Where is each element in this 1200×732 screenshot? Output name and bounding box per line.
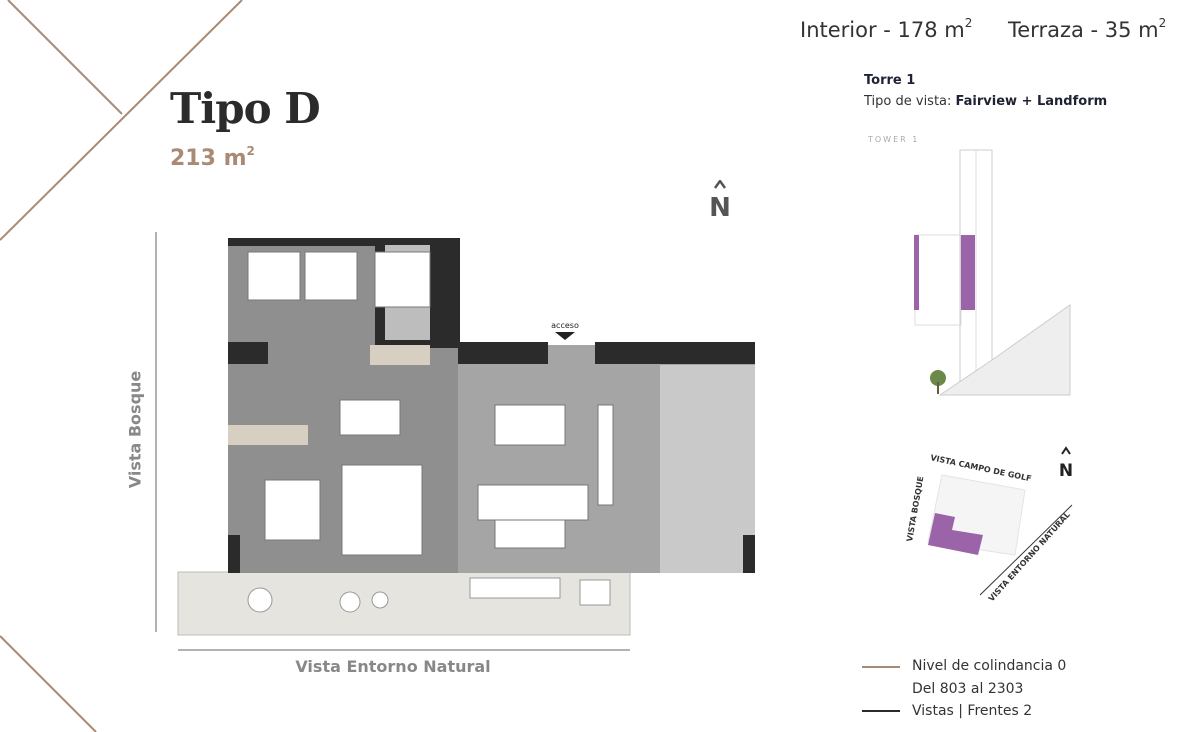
legend-line-vistas	[862, 710, 900, 712]
view-label-entorno-natural: Vista Entorno Natural	[295, 657, 491, 676]
north-label: N	[709, 193, 731, 223]
tower-name: Torre 1	[864, 73, 916, 88]
terrace	[177, 571, 631, 636]
unit-total-area: 213 m2	[170, 144, 255, 171]
legend-floors: Del 803 al 2303	[912, 681, 1024, 697]
site-label-bosque: VISTA BOSQUE	[905, 476, 925, 543]
site-north-label: N	[1059, 461, 1073, 481]
legend-colindancia: Nivel de colindancia 0	[912, 658, 1067, 674]
unit-highlight-side	[914, 235, 919, 310]
unit-location-highlight	[928, 513, 983, 555]
site-orientation-map: N VISTA CAMPO DE GOLF VISTA BOSQUE VISTA…	[905, 446, 1073, 603]
unit-highlight-front	[961, 235, 975, 310]
tower-elevation-diagram	[914, 149, 1071, 396]
unit-title: Tipo D	[170, 84, 321, 133]
terrace-area: Terraza - 35 m2	[1008, 16, 1167, 42]
legend-vistas: Vistas | Frentes 2	[912, 703, 1033, 719]
interior-area: Interior - 178 m2	[800, 16, 973, 42]
floor-plan: N acceso	[177, 180, 755, 636]
legend-line-colindancia	[862, 666, 900, 668]
north-arrow-icon	[713, 180, 727, 189]
access-label: acceso	[551, 321, 579, 330]
tree-icon	[930, 370, 946, 386]
access-arrow-icon	[555, 332, 575, 340]
tower-diagram-label: TOWER 1	[868, 135, 920, 144]
site-north-arrow-icon	[1061, 446, 1071, 455]
view-label-bosque: Vista Bosque	[125, 370, 145, 489]
view-type: Tipo de vista: Fairview + Landform	[864, 94, 1108, 109]
